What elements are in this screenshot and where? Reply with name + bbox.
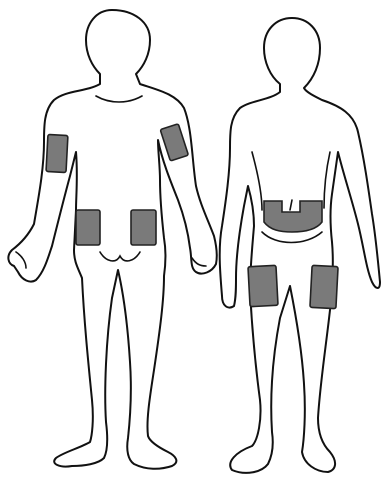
site-left-upper-arm — [46, 135, 68, 173]
site-right-thigh — [310, 265, 338, 308]
back-figure-body-outline — [8, 10, 216, 469]
front-figure-body-outline — [220, 18, 380, 473]
front-view-figure — [220, 18, 380, 473]
back-view-figure — [8, 10, 216, 469]
site-right-buttock — [131, 210, 156, 245]
site-left-buttock — [76, 210, 100, 245]
site-left-thigh — [248, 265, 278, 306]
